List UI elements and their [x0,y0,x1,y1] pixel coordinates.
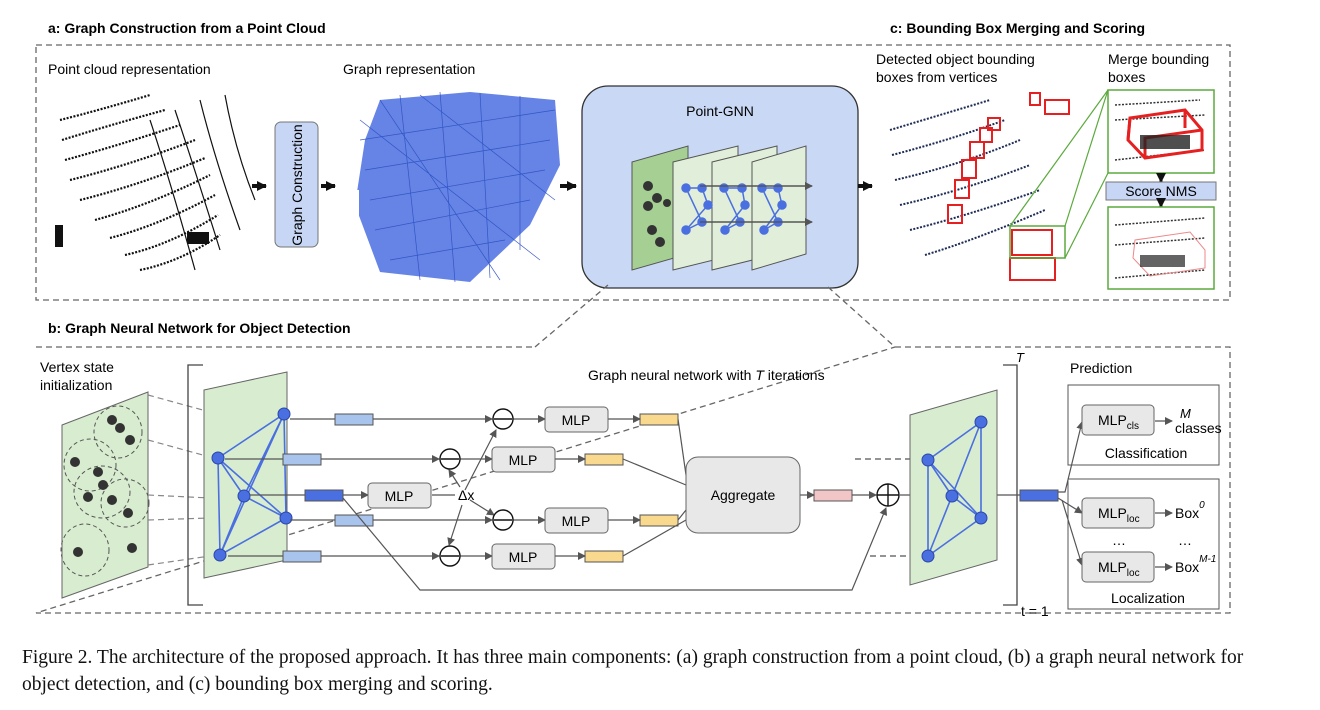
graph-representation-image [340,88,560,288]
m-label: M [1180,406,1191,421]
output-graph-plane [909,389,998,586]
prediction-mlp-boxes [1081,404,1155,583]
figure-caption: Figure 2. The architecture of the propos… [22,647,1244,695]
minus-operators [439,408,514,567]
graph-construction-text: Graph Construction [289,124,305,245]
ellipsis-right: … [1178,532,1192,548]
detected-label-line1: Detected object bounding [876,51,1035,67]
mlp-loc-label-1: MLPloc [1098,505,1140,525]
vertex-init-plane [60,391,211,599]
ellipsis-left: … [1112,532,1126,548]
box-m1-text: Box [1175,559,1199,575]
gnn-iterations-label: Graph neural network with T iterations [588,367,825,383]
prediction-arrows [1057,417,1173,571]
aggregate-label: Aggregate [711,487,776,503]
classes-label: classes [1175,420,1222,436]
mlp-loc-label-2: MLPloc [1098,559,1140,579]
mlp-label-dx: MLP [385,488,414,504]
merge-label-line2: boxes [1108,69,1145,85]
bottom-dashed-frame [35,346,1231,614]
flow-lines [225,415,1020,591]
classification-label: Classification [1105,445,1187,461]
mlp-label-4: MLP [509,549,538,565]
delta-x-label: Δx [458,487,474,503]
mlp-cls-sub: cls [1127,421,1139,432]
zoom-line-left [534,284,609,348]
zoom-connectors [1009,89,1109,259]
vertex-init-line1: Vertex state [40,359,114,375]
mlp-label-1: MLP [562,412,591,428]
T-superscript: T [1016,350,1025,365]
iteration-bracket-left [187,364,203,606]
mlp-cls-main: MLP [1098,412,1127,428]
gnn-label-suffix: iterations [764,367,825,383]
gnn-label-prefix: Graph neural network with [588,367,755,383]
iteration-bracket-right [1003,364,1018,606]
point-gnn-title: Point-GNN [686,103,754,119]
panel-b-title: b: Graph Neural Network for Object Detec… [48,320,351,336]
mlp-label-3: MLP [562,513,591,529]
mlp-label-2: MLP [509,452,538,468]
localization-label: Localization [1111,590,1185,606]
t-equals-one: t = 1 [1021,603,1049,619]
graph-construction-box [274,121,319,248]
merge-label-line1: Merge bounding [1108,51,1209,67]
box-m1-sup: M-1 [1199,554,1216,565]
mlp-loc1-sub: loc [1127,514,1140,525]
panel-c-title: c: Bounding Box Merging and Scoring [890,20,1145,36]
detected-label-line2: boxes from vertices [876,69,997,85]
box-m1-label: BoxM-1 [1175,554,1216,575]
plus-operator [876,483,900,507]
graph-construction-label: Graph Construction [289,124,305,245]
nms-result-image [1107,206,1215,290]
box-0-sup: 0 [1199,500,1205,511]
gnn-label-T: T [755,367,765,383]
score-nms-label: Score NMS [1125,183,1197,199]
aggregate-box [685,456,801,534]
point-cloud-image [45,88,265,288]
point-gnn-mini-layers [631,145,813,271]
box-0-label: Box0 [1175,500,1205,521]
mlp-loc2-main: MLP [1098,559,1127,575]
input-graph-plane [203,371,293,579]
merge-zoom-image [1107,89,1215,174]
architecture-figure: a: Graph Construction from a Point Cloud… [35,20,1231,619]
panel-a-title: a: Graph Construction from a Point Cloud [48,20,326,36]
vertex-init-line2: initialization [40,377,112,393]
graph-representation-label: Graph representation [343,61,475,77]
box-0-text: Box [1175,505,1199,521]
mlp-loc2-sub: loc [1127,568,1140,579]
mlp-boxes [367,406,609,570]
zoom-line-right [827,286,896,348]
point-cloud-label: Point cloud representation [48,61,211,77]
mlp-cls-label: MLPcls [1098,412,1139,432]
detected-boxes-image [876,90,1096,290]
mlp-loc1-main: MLP [1098,505,1127,521]
prediction-label: Prediction [1070,360,1132,376]
top-dashed-frame [35,44,1231,301]
